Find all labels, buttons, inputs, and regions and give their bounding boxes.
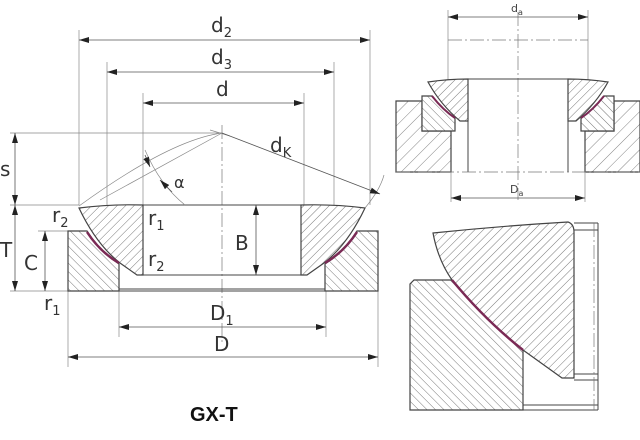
extension-lines bbox=[10, 30, 379, 367]
mounting-view: da Da bbox=[395, 2, 640, 202]
label-da: da bbox=[511, 2, 523, 17]
label-alpha: α bbox=[174, 173, 185, 192]
label-s: s bbox=[0, 157, 10, 181]
label-r1-inner: r1 bbox=[148, 206, 165, 234]
label-B: B bbox=[235, 231, 249, 255]
bearing-type-title: GX-T bbox=[190, 404, 238, 426]
label-d2: d2 bbox=[211, 13, 232, 41]
main-section-view: d2 d3 d dK α s T C B r2 r1 r2 r1 D1 D bbox=[0, 13, 385, 367]
label-d: d bbox=[216, 77, 229, 101]
label-Da: Da bbox=[510, 183, 523, 198]
label-C: C bbox=[24, 251, 38, 275]
label-T: T bbox=[0, 238, 13, 262]
label-dK: dK bbox=[270, 133, 292, 161]
label-r2-inner: r2 bbox=[148, 247, 165, 275]
label-r2-outer: r2 bbox=[52, 203, 69, 231]
contact-surface-left bbox=[85, 231, 120, 265]
detail-inner-ring bbox=[432, 221, 575, 379]
label-r1-outer: r1 bbox=[44, 291, 61, 319]
label-D1: D1 bbox=[210, 301, 234, 329]
contact-surface-right bbox=[324, 231, 359, 265]
detail-view bbox=[409, 221, 599, 411]
label-D: D bbox=[214, 332, 229, 356]
label-d3: d3 bbox=[211, 45, 232, 73]
